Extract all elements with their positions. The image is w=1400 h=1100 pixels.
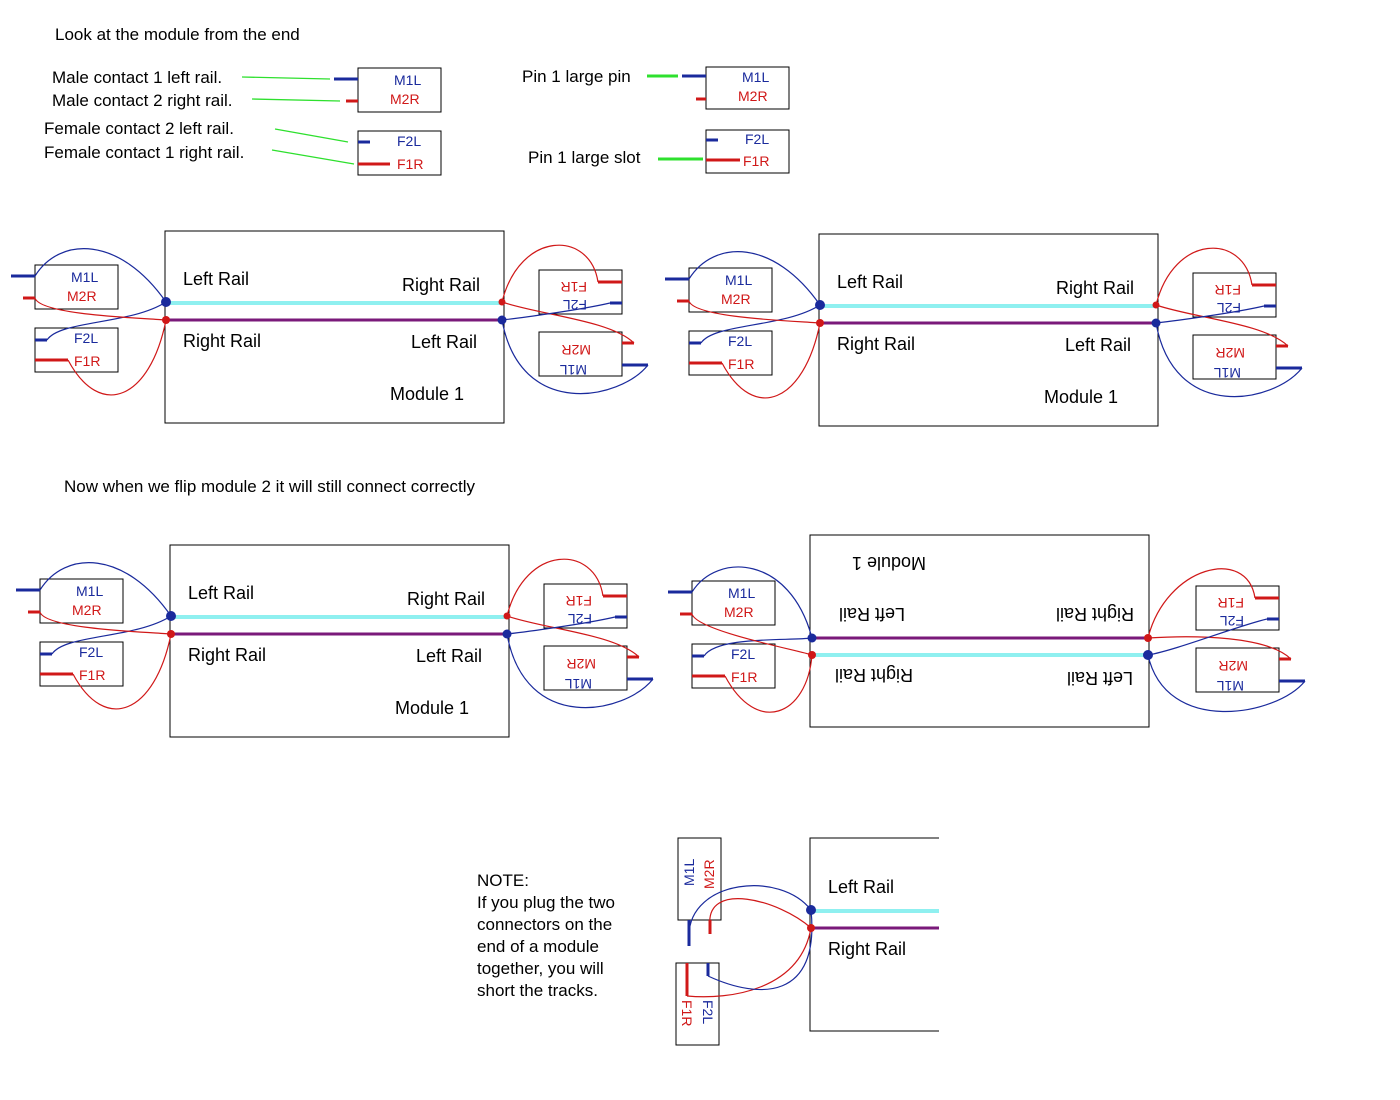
- m1l-label: M1L: [681, 859, 697, 886]
- m2r-label: M2R: [701, 859, 717, 889]
- legend-male-connector: M1L M2R: [334, 67, 442, 113]
- right-rail-label: Right Rail: [828, 939, 906, 959]
- m2r-label: M2R: [561, 342, 591, 358]
- diagram-title: Look at the module from the end: [55, 25, 300, 44]
- legend-female-connector: F2L F1R: [357, 130, 442, 176]
- m1l-label: M1L: [1217, 678, 1244, 694]
- module-row2-right-flipped: Module 1 Left Rail Right Rail Right Rail…: [668, 534, 1306, 728]
- pin-male-connector: M1L M2R: [682, 66, 790, 110]
- m1l-label: M1L: [1214, 365, 1241, 381]
- f2l-label: F2L: [1220, 613, 1244, 629]
- right-rail-label: Right Rail: [402, 275, 480, 295]
- right-rail-label: Right Rail: [1056, 604, 1134, 624]
- f1r-label: F1R: [743, 153, 769, 169]
- left-rail-label: Left Rail: [1067, 668, 1133, 688]
- m2r-label: M2R: [738, 88, 768, 104]
- f2l-label: F2L: [397, 133, 421, 149]
- leader-line: [241, 76, 331, 80]
- m2r-label: M2R: [67, 288, 97, 304]
- note-line: If you plug the two: [477, 893, 615, 912]
- note-line: short the tracks.: [477, 981, 598, 1000]
- note-line: connectors on the: [477, 915, 612, 934]
- f1r-label: F1R: [731, 669, 757, 685]
- m2r-label: M2R: [1215, 345, 1245, 361]
- left-rail-label: Left Rail: [1065, 335, 1131, 355]
- m1l-label: M1L: [742, 69, 769, 85]
- left-rail-label: Left Rail: [416, 646, 482, 666]
- f1r-label: F1R: [1218, 595, 1244, 611]
- right-rail-label: Right Rail: [188, 645, 266, 665]
- leader-line: [251, 98, 341, 102]
- m2r-label: M2R: [566, 656, 596, 672]
- left-rail-label: Left Rail: [828, 877, 894, 897]
- f1r-label: F1R: [397, 156, 423, 172]
- f2l-label: F2L: [731, 646, 755, 662]
- male-contact-1-label: Male contact 1 left rail.: [52, 68, 222, 87]
- female-contact-2-label: Female contact 2 left rail.: [44, 119, 234, 138]
- left-rail-label: Left Rail: [837, 272, 903, 292]
- note-text: NOTE: If you plug the two connectors on …: [477, 871, 615, 1000]
- m1l-label: M1L: [71, 269, 98, 285]
- pin-female-connector: F2L F1R: [705, 129, 790, 174]
- left-rail-label: Left Rail: [183, 269, 249, 289]
- pin1-large-slot-label: Pin 1 large slot: [528, 148, 641, 167]
- f2l-label: F2L: [745, 131, 769, 147]
- f1r-label: F1R: [79, 667, 105, 683]
- module-row1-right: Left Rail Right Rail Right Rail Left Rai…: [665, 233, 1303, 427]
- m2r-label: M2R: [721, 291, 751, 307]
- leader-line: [271, 149, 355, 165]
- m2r-label: M2R: [390, 91, 420, 107]
- m1l-label: M1L: [76, 583, 103, 599]
- m1l-label: M1L: [565, 676, 592, 692]
- short-circuit-example: Left Rail Right Rail M1L M2R F1R F2L: [675, 837, 939, 1046]
- right-rail-label: Right Rail: [837, 334, 915, 354]
- f1r-label: F1R: [74, 353, 100, 369]
- male-contact-2-label: Male contact 2 right rail.: [52, 91, 232, 110]
- right-rail-label: Right Rail: [183, 331, 261, 351]
- left-rail-label: Left Rail: [411, 332, 477, 352]
- f1r-label: F1R: [561, 279, 587, 295]
- f1r-label: F1R: [679, 1000, 695, 1026]
- note-line: together, you will: [477, 959, 604, 978]
- m1l-label: M1L: [725, 272, 752, 288]
- m2r-label: M2R: [724, 604, 754, 620]
- right-rail-label: Right Rail: [407, 589, 485, 609]
- m2r-label: M2R: [72, 602, 102, 618]
- module-name: Module 1: [852, 553, 926, 573]
- module-name: Module 1: [390, 384, 464, 404]
- module-name: Module 1: [395, 698, 469, 718]
- module-row2-left: Left Rail Right Rail Right Rail Left Rai…: [16, 544, 654, 738]
- right-rail-label: Right Rail: [835, 665, 913, 685]
- pin1-large-pin-label: Pin 1 large pin: [522, 67, 631, 86]
- left-rail-label: Left Rail: [188, 583, 254, 603]
- module-name: Module 1: [1044, 387, 1118, 407]
- module-row1-left: Left Rail Right Rail Right Rail Left Rai…: [11, 230, 649, 424]
- f1r-label: F1R: [566, 593, 592, 609]
- f2l-label: F2L: [79, 644, 103, 660]
- m2r-label: M2R: [1218, 658, 1248, 674]
- f1r-label: F1R: [1215, 282, 1241, 298]
- leader-line: [274, 128, 349, 143]
- note-heading: NOTE:: [477, 871, 529, 890]
- left-rail-label: Left Rail: [839, 604, 905, 624]
- f2l-label: F2L: [728, 333, 752, 349]
- m1l-label: M1L: [560, 362, 587, 378]
- note-line: end of a module: [477, 937, 599, 956]
- m1l-label: M1L: [728, 585, 755, 601]
- female-contact-1-label: Female contact 1 right rail.: [44, 143, 244, 162]
- right-rail-label: Right Rail: [1056, 278, 1134, 298]
- f2l-label: F2L: [700, 1000, 716, 1024]
- flip-caption: Now when we flip module 2 it will still …: [64, 477, 475, 496]
- m1l-label: M1L: [394, 72, 421, 88]
- f1r-label: F1R: [728, 356, 754, 372]
- f2l-label: F2L: [74, 330, 98, 346]
